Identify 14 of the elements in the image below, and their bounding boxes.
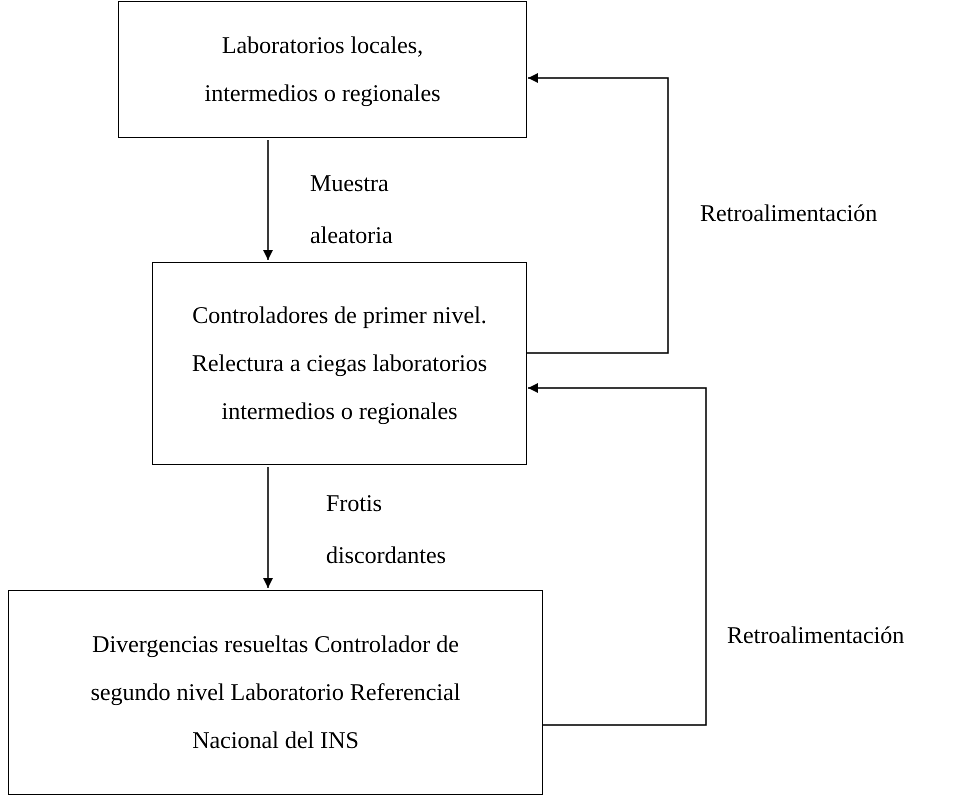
- arrow: [263, 467, 273, 588]
- edge-label: Frotis discordantes: [326, 490, 447, 571]
- box-text: Laboratorios locales, intermedios o regionales: [204, 32, 442, 108]
- box-text: Divergencias resueltas Controlador de segundo nivel Laboratorio Referencial Nacional del INS: [90, 630, 462, 756]
- arrow: [528, 383, 707, 726]
- edge-label: Retroalimentación: [727, 622, 906, 651]
- process-box: [8, 590, 543, 795]
- arrow: [527, 73, 669, 354]
- process-box: [152, 262, 527, 465]
- process-box: [118, 1, 527, 138]
- arrow: [263, 140, 273, 260]
- box-text: Controladores de primer nivel. Relectura a ciegas laboratorios intermedios o regionales: [190, 302, 488, 426]
- edge-label: Retroalimentación: [700, 200, 878, 229]
- edge-label: Muestra aleatoria: [310, 170, 394, 251]
